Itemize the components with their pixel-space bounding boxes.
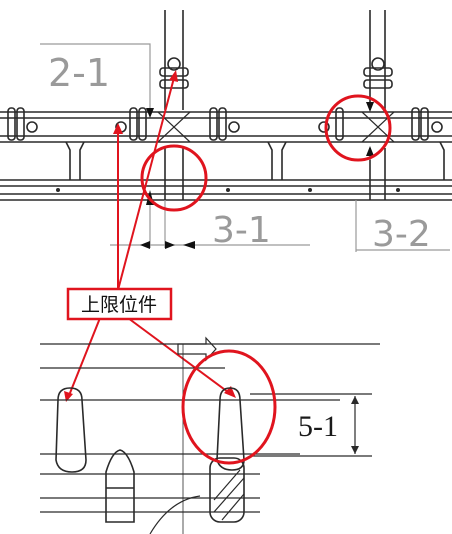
highlight-circle-junction-left bbox=[140, 144, 208, 212]
dimension-label-3-1: 3-1 bbox=[212, 210, 271, 251]
lower-bracket-right bbox=[209, 457, 245, 523]
rail-clips bbox=[7, 107, 443, 141]
dimension-3-2 bbox=[355, 102, 450, 252]
callout-leader-lines bbox=[67, 73, 233, 399]
bottom-detail-view bbox=[40, 343, 380, 534]
right-post-stopper bbox=[363, 57, 393, 89]
callout-arrowheads bbox=[64, 70, 236, 402]
lower-bracket-left bbox=[105, 449, 135, 523]
callout-box bbox=[66, 287, 173, 321]
upper-limit-stopper-left bbox=[55, 387, 87, 473]
highlight-ellipse-stopper-right bbox=[181, 349, 277, 465]
dimension-label-2-1: 2-1 bbox=[48, 51, 110, 95]
hanger-brackets bbox=[65, 141, 445, 180]
track-beam-dots bbox=[56, 188, 400, 192]
highlight-circle-junction-right bbox=[324, 94, 392, 162]
dimension-3-1 bbox=[110, 190, 310, 249]
dimension-label-3-2: 3-2 bbox=[372, 214, 431, 255]
left-vertical-post bbox=[164, 10, 184, 200]
track-beam bbox=[0, 179, 452, 201]
dimension-5-1 bbox=[250, 393, 372, 457]
red-highlight-circles-top bbox=[140, 94, 392, 212]
bottom-curved-edge bbox=[149, 495, 201, 534]
dimension-2-1 bbox=[40, 43, 154, 118]
callout-label: 上限位件 bbox=[81, 294, 157, 316]
dimension-label-5-1: 5-1 bbox=[298, 410, 338, 443]
top-assembly-view bbox=[0, 10, 452, 201]
